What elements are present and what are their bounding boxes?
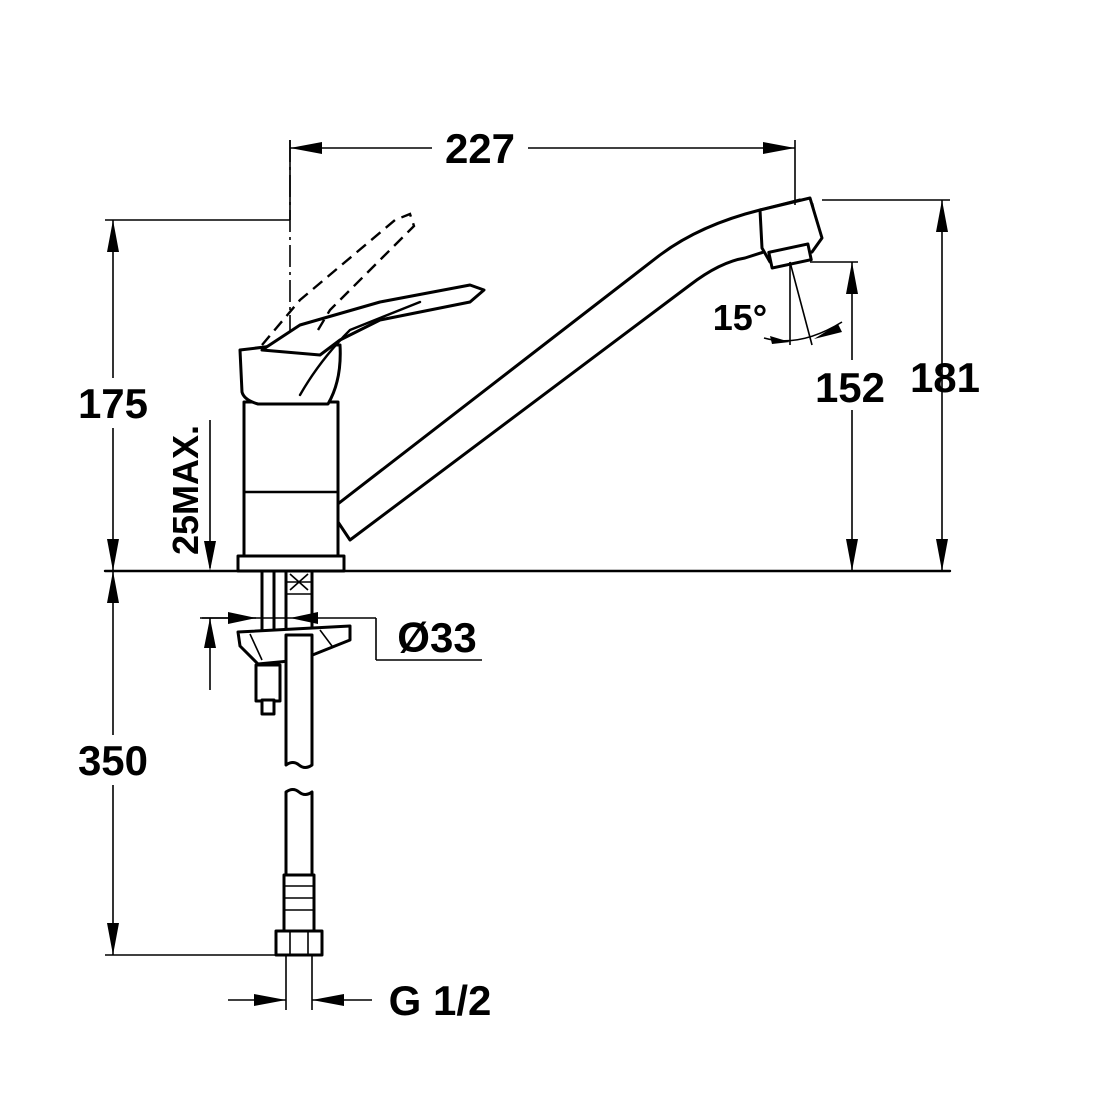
dimension-hose-thread: G 1/2 [228, 955, 491, 1024]
dimension-spout-angle: 15° [713, 261, 843, 346]
dimension-spout-angle-label: 15° [713, 297, 767, 338]
hose-ferrule [282, 873, 316, 933]
spout [328, 198, 822, 542]
lever-curve [298, 300, 422, 397]
dimension-spout-reach-label: 227 [445, 125, 515, 172]
hose-connector [284, 569, 314, 637]
base-flange [236, 554, 346, 573]
dimension-total-height-label: 181 [910, 354, 980, 401]
dimension-hose-thread-label: G 1/2 [389, 977, 492, 1024]
hose-lower [284, 788, 314, 877]
fixing-nut [254, 663, 282, 703]
dimension-spout-reach: 227 [289, 125, 796, 220]
dimension-aerator-height: 152 [810, 261, 885, 571]
dimension-aerator-height-label: 152 [815, 364, 885, 411]
dimension-total-height: 181 [822, 199, 980, 571]
dimension-body-height-label: 175 [78, 380, 148, 427]
dimension-hose-length-label: 350 [78, 737, 148, 784]
lever-housing [238, 342, 342, 406]
faucet-body [242, 400, 340, 558]
hose-upper [284, 633, 314, 769]
dimension-hole-diameter-label: Ø33 [397, 614, 476, 661]
lever-raised-outline [261, 212, 416, 346]
hose-nut [274, 929, 324, 957]
dimension-max-countertop-label: 25MAX. [165, 425, 206, 555]
dimension-hole-diameter: Ø33 [202, 612, 482, 661]
fixing-rod-end [260, 698, 276, 716]
dimension-body-height: 175 [78, 219, 290, 571]
aerator-tip [767, 242, 813, 270]
